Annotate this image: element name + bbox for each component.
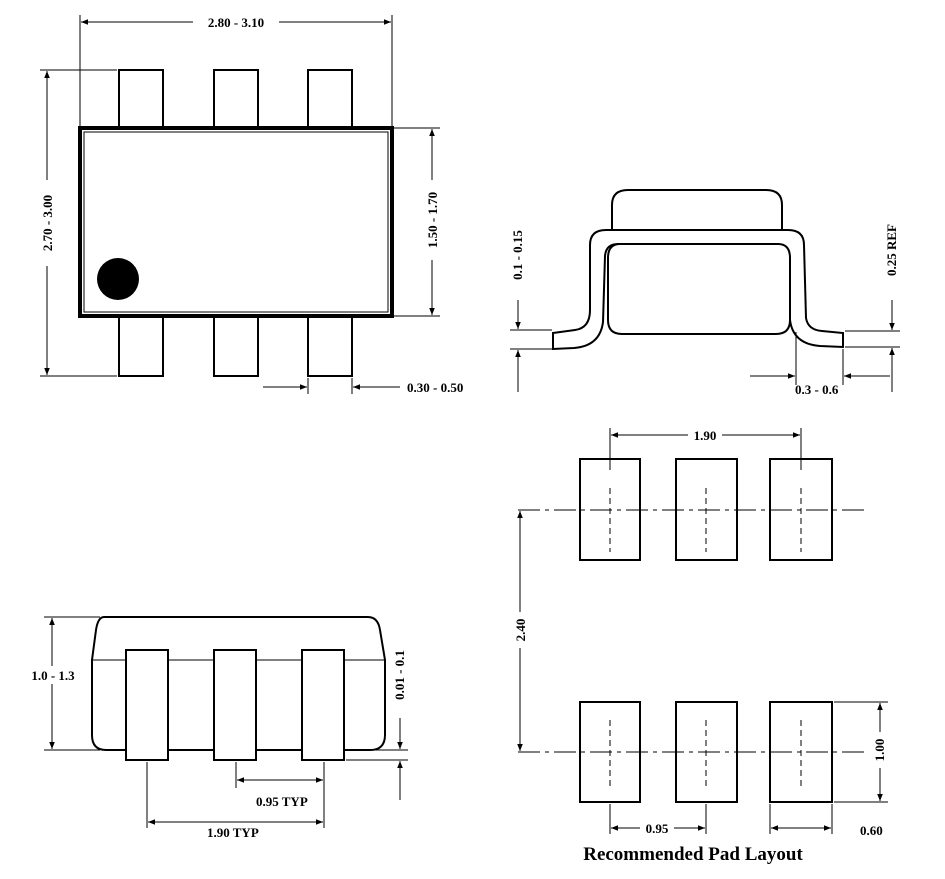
dim-row-spacing: 2.40 — [513, 619, 528, 642]
dim-front-standoff: 0.01 - 0.1 — [392, 650, 407, 700]
dim-pitch: 0.95 TYP — [256, 794, 308, 809]
dim-lead-length: 0.3 - 0.6 — [795, 382, 839, 397]
dim-front-height: 1.0 - 1.3 — [31, 668, 75, 683]
dim-pad-width: 0.60 — [860, 823, 883, 838]
top-view: 2.80 - 3.10 2.70 - 3.00 1.50 - 1.70 0.30… — [38, 13, 463, 395]
pad-layout: 1.90 2.40 1.00 0.95 0.60 Recommended Pad… — [512, 427, 890, 865]
dim-pad-pitch: 0.95 — [646, 821, 669, 836]
side-view: 0.1 - 0.15 0.25 REF 0.3 - 0.6 — [510, 189, 900, 397]
front-view: 1.0 - 1.3 0.01 - 0.1 0.95 TYP 1.90 TYP — [28, 616, 408, 840]
dim-pad-pitch2: 1.90 — [694, 428, 717, 443]
pin1-marker-icon — [97, 258, 139, 300]
top-leads — [118, 69, 353, 377]
dim-width: 2.80 - 3.10 — [208, 15, 264, 30]
dim-pad-length: 1.00 — [872, 739, 887, 762]
dim-lead-width: 0.30 - 0.50 — [407, 380, 463, 395]
pad-layout-title: Recommended Pad Layout — [583, 844, 803, 865]
dim-body-height: 1.50 - 1.70 — [425, 192, 440, 248]
dim-height: 2.70 - 3.00 — [40, 195, 55, 251]
dim-pitch2: 1.90 TYP — [207, 825, 259, 840]
dim-standoff: 0.1 - 0.15 — [510, 230, 525, 280]
dim-lead-thickness: 0.25 REF — [884, 224, 899, 276]
package-body — [78, 126, 394, 318]
